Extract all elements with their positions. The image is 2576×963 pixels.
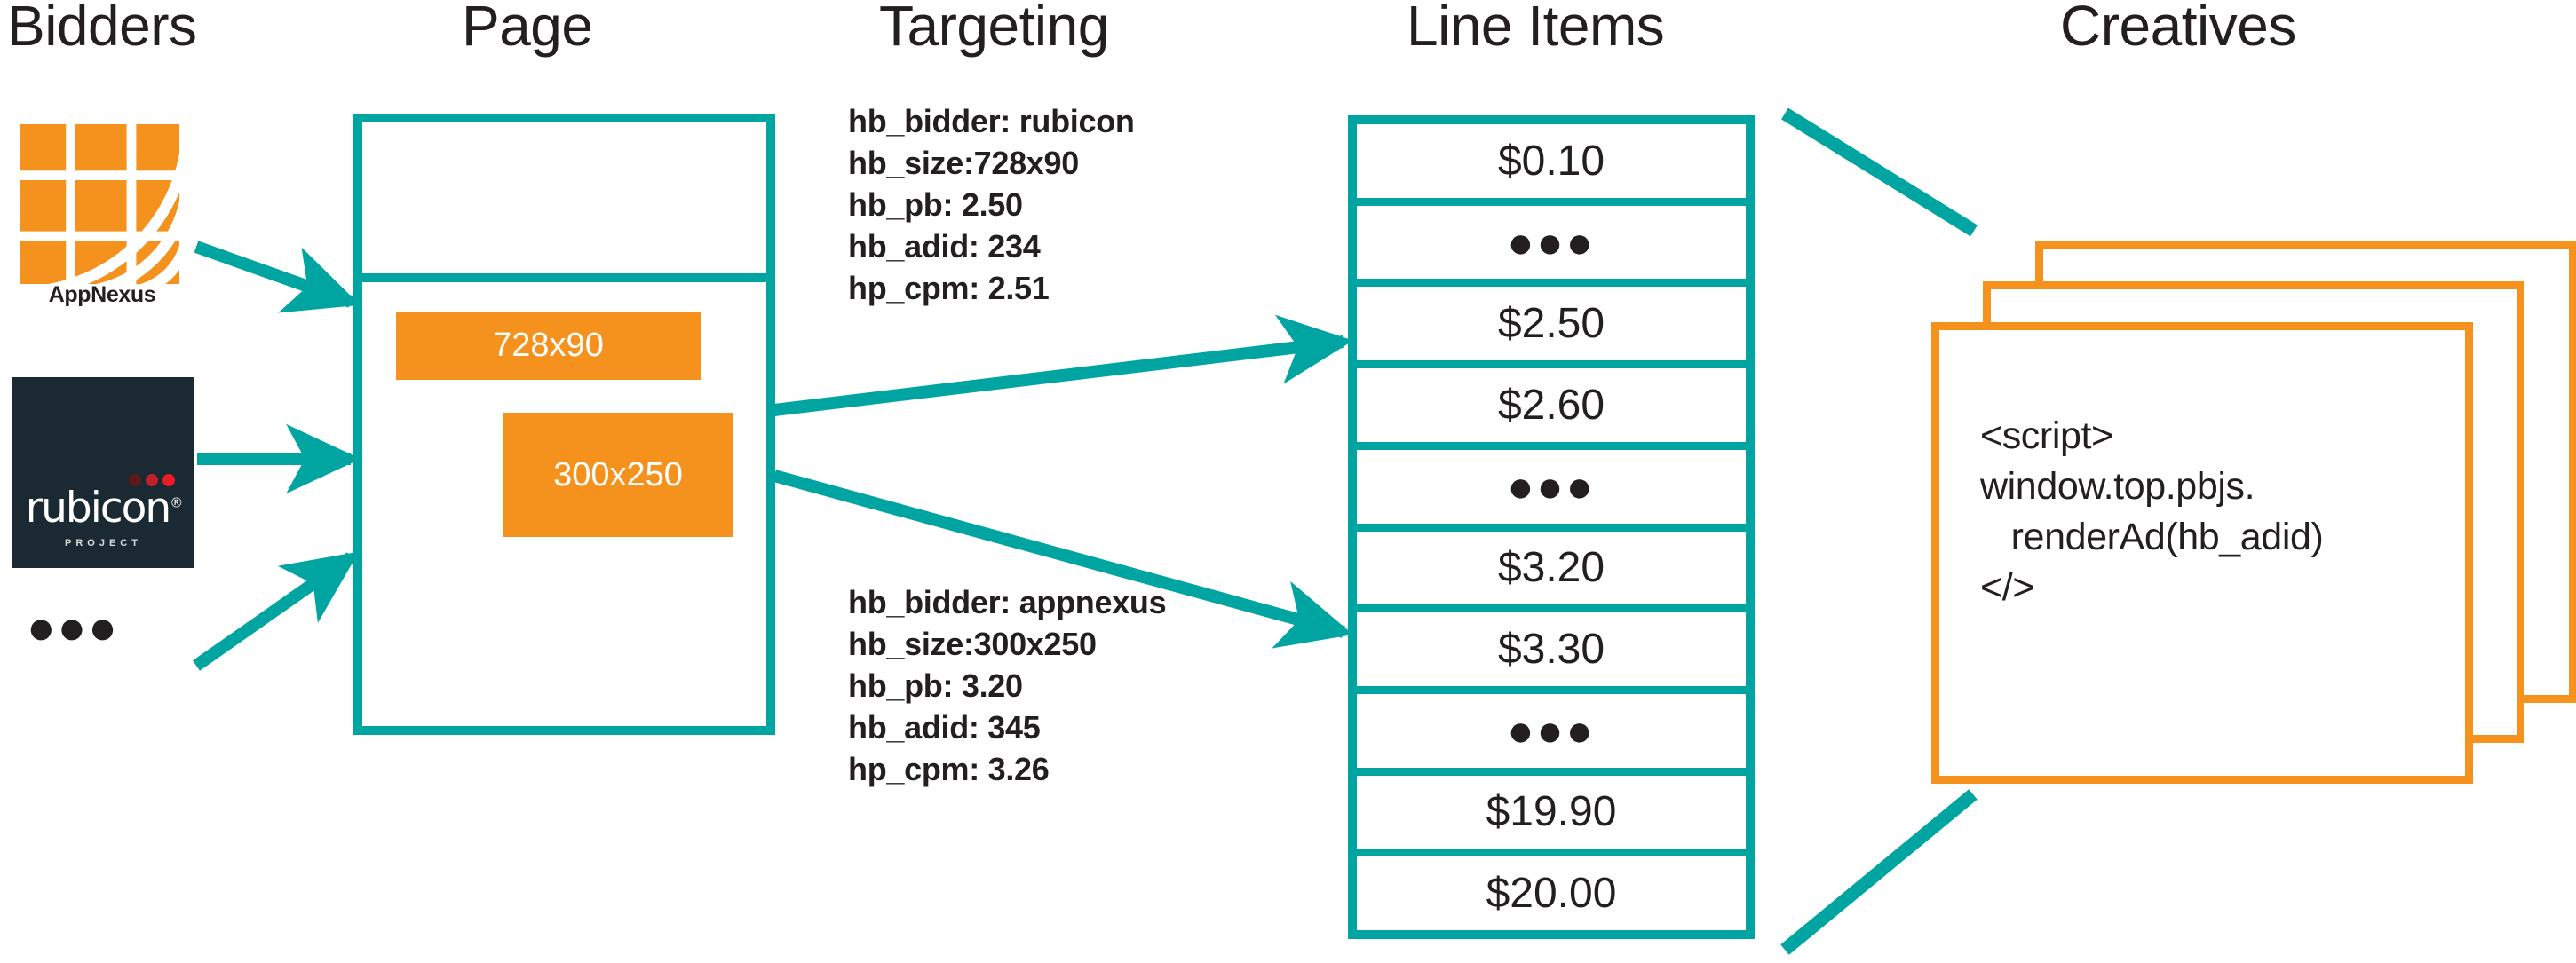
targeting-block-appnexus: hb_bidder: appnexus hb_size:300x250 hb_p…	[848, 584, 1167, 787]
ad-slot-300x250[interactable]: 300x250	[503, 413, 733, 537]
rubicon-project-logo-icon: rubicon® PROJECT	[12, 377, 194, 568]
targeting-block-rubicon: hb_bidder: rubicon hb_size:728x90 hb_pb:…	[848, 103, 1135, 306]
rubicon-sublabel: PROJECT	[65, 538, 142, 549]
arrow-page-to-line-item-250	[773, 314, 1354, 416]
column-heading-creatives: Creatives	[2060, 0, 2296, 58]
column-heading-page: Page	[462, 0, 593, 58]
line-item-row[interactable]: $19.90	[1357, 775, 1746, 849]
page-header-divider	[362, 273, 766, 282]
line-items-list: $0.10 ●●● $2.50 $2.60 ●●● $3.20 $3.30 ●●…	[1348, 115, 1755, 939]
rubicon-wordmark-text: rubicon	[25, 484, 171, 533]
arrow-more-bidders-to-page	[192, 551, 360, 671]
line-item-row[interactable]: $0.10	[1357, 124, 1746, 198]
line-item-row[interactable]: $3.30	[1357, 612, 1746, 686]
connector-line-items-to-creatives-bottom	[1780, 789, 1978, 955]
column-heading-line-items: Line Items	[1407, 0, 1665, 58]
arrow-appnexus-to-page	[194, 241, 361, 313]
column-heading-bidders: Bidders	[7, 0, 197, 58]
appnexus-label: AppNexus	[48, 282, 156, 307]
connector-line-items-to-creatives-top	[1781, 107, 1978, 237]
line-item-row: ●●●	[1357, 449, 1746, 524]
rubicon-registered-mark: ®	[170, 494, 183, 511]
appnexus-logo-icon	[11, 115, 194, 298]
creative-code-snippet: <script> window.top.pbjs. renderAd(hb_ad…	[1980, 414, 2324, 609]
ad-slot-728x90[interactable]: 728x90	[396, 312, 701, 380]
line-item-row[interactable]: $20.00	[1357, 856, 1746, 931]
rubicon-wordmark: rubicon®	[12, 484, 194, 533]
column-heading-targeting: Targeting	[879, 0, 1109, 58]
page-container: 728x90 300x250	[353, 114, 775, 735]
bidders-more-ellipsis: ●●●	[27, 601, 119, 654]
line-item-row[interactable]: $3.20	[1357, 531, 1746, 605]
creative-card-front[interactable]	[1931, 322, 2473, 784]
line-item-row: ●●●	[1357, 693, 1746, 768]
rubicon-dots-icon	[129, 474, 175, 486]
line-item-row[interactable]: $2.50	[1357, 287, 1746, 361]
line-item-row: ●●●	[1357, 205, 1746, 280]
line-item-row[interactable]: $2.60	[1357, 368, 1746, 442]
